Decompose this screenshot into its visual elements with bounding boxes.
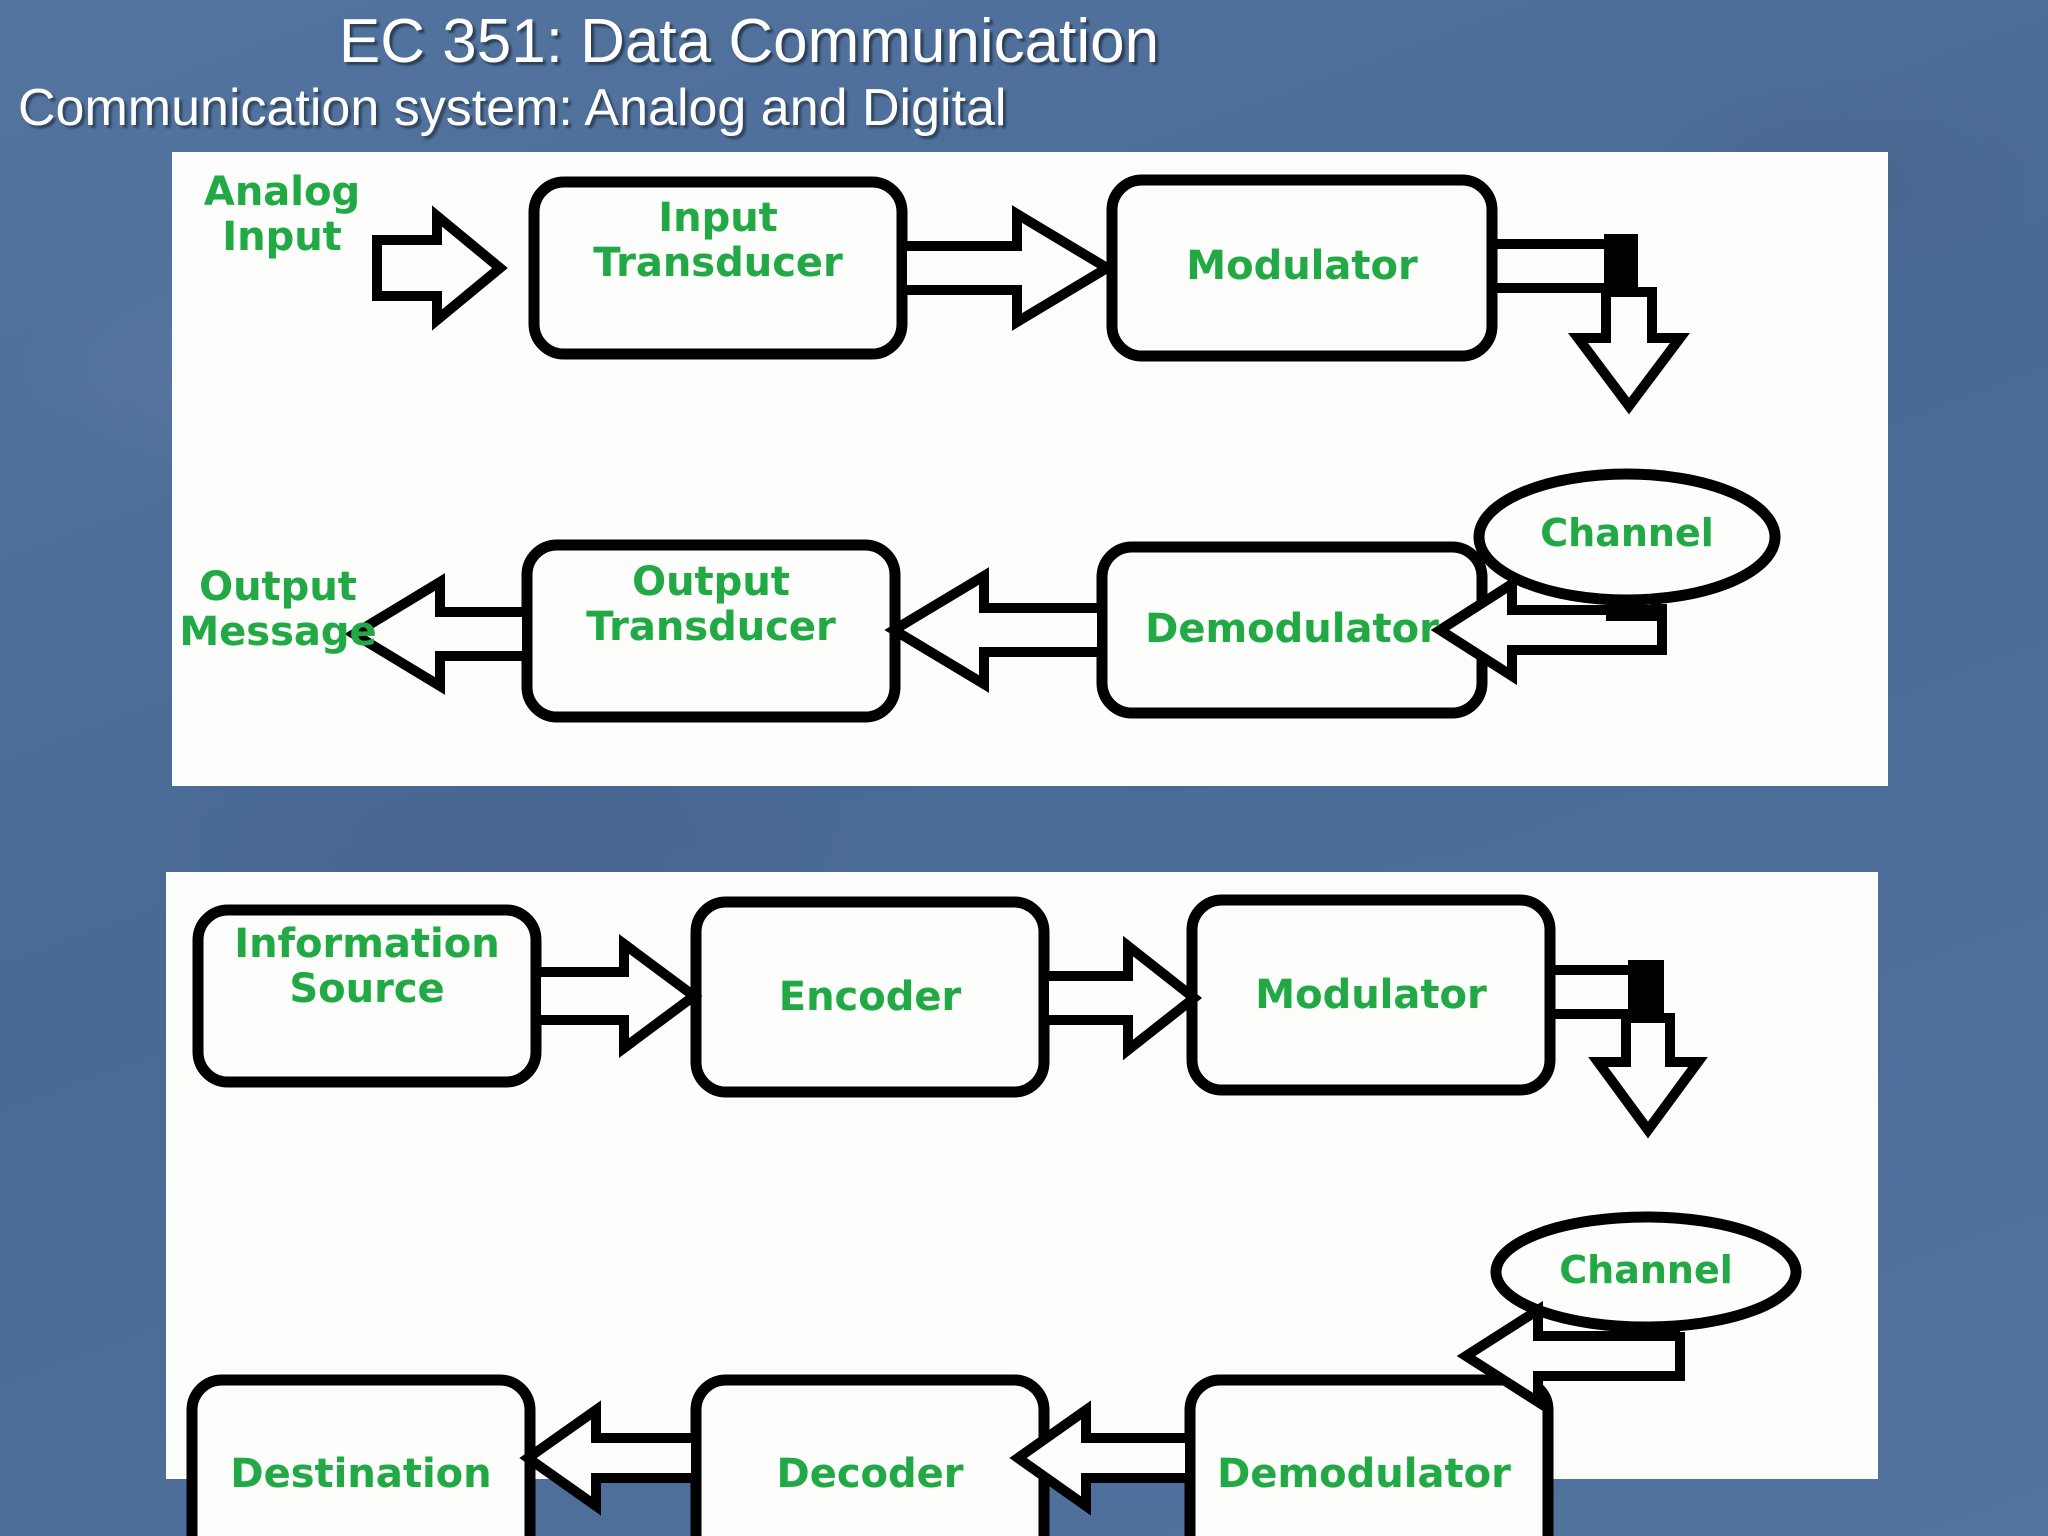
node-information-source bbox=[192, 904, 542, 1088]
edge-modulator-to-channel bbox=[1492, 234, 1690, 415]
analog-diagram-canvas: .bx { fill:#fdfdfb; stroke:#000; stroke-… bbox=[344, 174, 1781, 723]
node-output-transducer bbox=[521, 539, 901, 723]
edge-channel-to-demodulator bbox=[1430, 574, 1667, 686]
digital-diagram-canvas bbox=[186, 894, 1802, 1536]
edge-analog-input-to-input-transducer bbox=[372, 205, 508, 331]
edge-decoder-to-destination bbox=[519, 1400, 701, 1516]
edge-modulator-2-to-channel-2 bbox=[1550, 960, 1708, 1139]
digital-system-diagram: Information Source Encoder Modulator Cha… bbox=[166, 872, 1878, 1536]
analog-system-diagram: .bx { fill:#fdfdfb; stroke:#000; stroke-… bbox=[172, 152, 1888, 786]
node-modulator bbox=[1106, 174, 1498, 362]
edge-information-source-to-encoder bbox=[531, 934, 703, 1058]
page-title: EC 351: Data Communication bbox=[338, 7, 1160, 76]
node-demodulator bbox=[1096, 541, 1488, 719]
node-modulator-2 bbox=[1186, 894, 1556, 1096]
edge-encoder-to-modulator-2 bbox=[1039, 935, 1203, 1061]
edge-input-transducer-to-modulator bbox=[897, 205, 1117, 331]
edge-channel-2-to-demodulator-2 bbox=[1456, 1300, 1685, 1412]
node-destination bbox=[186, 1374, 536, 1536]
edge-demodulator-2-to-decoder bbox=[1009, 1400, 1195, 1516]
page-subtitle: Communication system: Analog and Digital bbox=[18, 79, 1007, 137]
edge-output-transducer-to-output-message bbox=[344, 573, 532, 695]
node-encoder bbox=[690, 896, 1050, 1098]
node-demodulator-2 bbox=[1184, 1374, 1554, 1536]
node-decoder bbox=[690, 1374, 1050, 1536]
node-channel bbox=[1473, 468, 1781, 606]
node-input-transducer bbox=[528, 176, 908, 360]
node-channel-2 bbox=[1490, 1211, 1802, 1333]
edge-demodulator-to-output-transducer bbox=[884, 567, 1107, 693]
